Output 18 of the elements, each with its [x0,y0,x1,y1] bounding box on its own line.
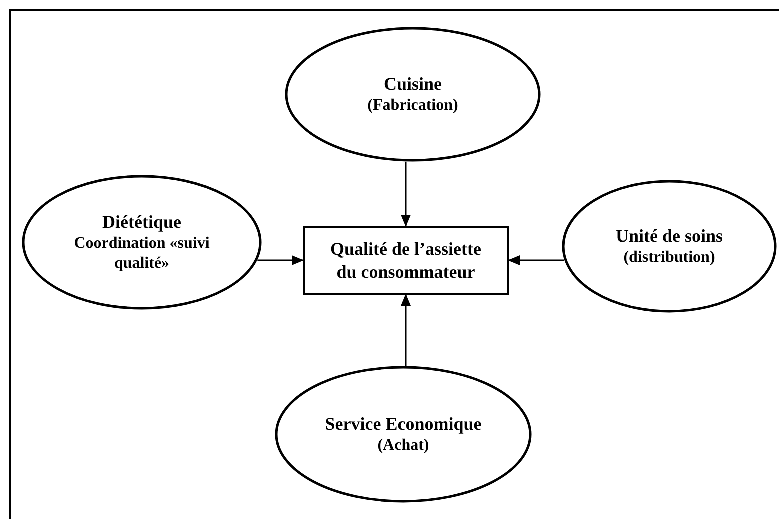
ellipse-node [285,27,541,162]
ellipse-node [275,366,532,503]
node-subtitle: (Fabrication) [366,96,460,116]
arrow [508,256,564,266]
node-title: Cuisine [382,73,444,96]
ellipse-node [22,175,262,310]
node-title: Unité de soins [614,225,724,248]
arrow [401,294,411,366]
arrow [401,162,411,227]
process-box [303,226,509,295]
arrow [258,256,304,266]
node-subtitle: (Achat) [376,436,430,456]
node-title: Service Economique [324,413,483,436]
node-subtitle: (distribution) [622,248,716,268]
ellipse-node [562,180,777,313]
node-title: Diététique [102,211,182,234]
node-title: Qualité de l’assiette du consommateur [330,238,482,283]
node-subtitle: Coordination «suivi qualité» [73,234,211,274]
